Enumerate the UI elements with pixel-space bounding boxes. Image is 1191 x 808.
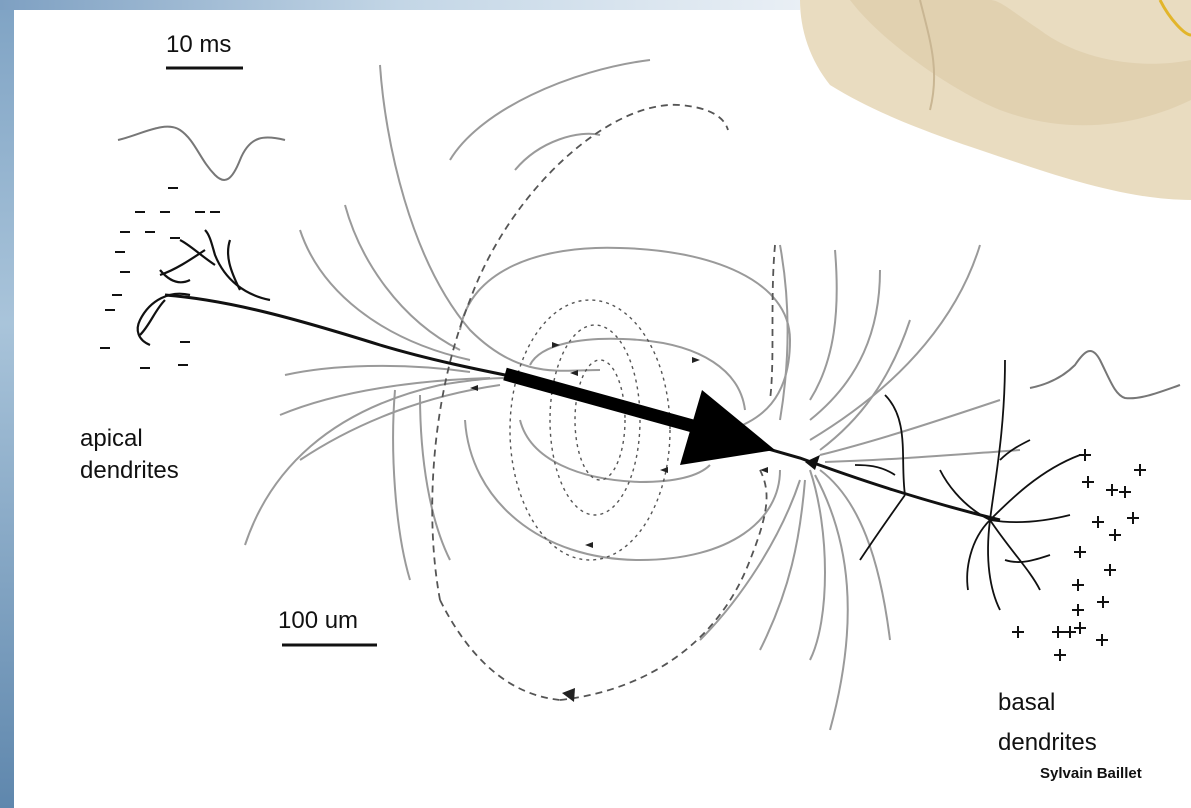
head-model-image (800, 0, 1191, 200)
apical-label-line2: dendrites (80, 457, 179, 484)
dashed-field-lines (431, 104, 776, 701)
magnetic-field-lines (244, 59, 1021, 731)
blue-frame-edge (0, 0, 14, 808)
positive-charges (1012, 449, 1146, 661)
basal-dendrite-tree (854, 359, 1081, 611)
apical-label-line1: apical (80, 425, 143, 452)
negative-charges (100, 187, 220, 369)
time-scale-label: 10 ms (166, 31, 232, 58)
blue-frame-top (0, 0, 800, 10)
apical-waveform (117, 125, 286, 181)
axis-marker (805, 455, 820, 470)
basal-label-line1: basal (998, 689, 1056, 716)
neuron-axis (164, 293, 1001, 522)
basal-waveform (1029, 350, 1181, 400)
dotted-field-lines (509, 299, 671, 561)
dipole-current-arrow (503, 367, 775, 465)
apical-dendrite-tree (136, 229, 271, 347)
field-direction-arrows (470, 342, 768, 702)
basal-label-line2: dendrites (998, 729, 1097, 756)
author-credit: Sylvain Baillet (1040, 765, 1142, 782)
space-scale-label: 100 um (278, 607, 359, 634)
